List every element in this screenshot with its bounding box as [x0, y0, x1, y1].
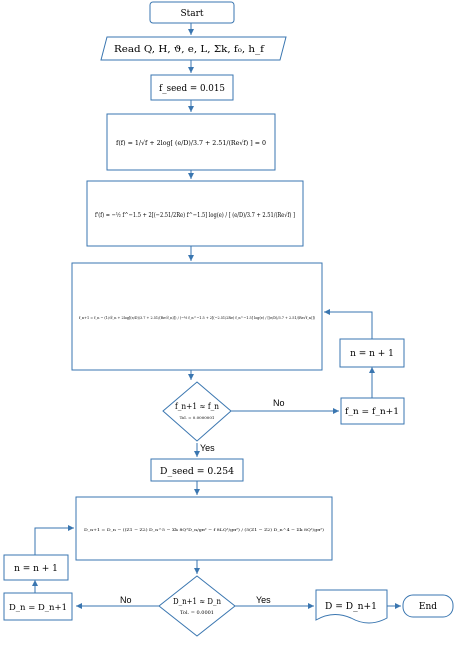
node-fdef: f(f) = 1/√f + 2log[ (e/D)/3.7 + 2.51/(Re…: [106, 113, 276, 171]
node-upd1: f_n = f_n+1: [340, 397, 405, 425]
connectors: [32, 23, 401, 609]
upd2-text: D_n = D_n+1: [9, 603, 67, 612]
fseed-text: f_seed = 0.015: [159, 84, 225, 94]
read-text: Read Q, H, ϑ, e, L, Σk, f₀, h_f: [114, 45, 265, 55]
fdef-text: f(f) = 1/√f + 2log[ (e/D)/3.7 + 2.51/(Re…: [116, 139, 266, 147]
node-dec1: f_n+1 ≈ f_n Tol. = 0.0000001: [162, 381, 232, 442]
inc2-text: n = n + 1: [14, 564, 58, 574]
start-text: Start: [180, 9, 203, 19]
end-text: End: [419, 602, 437, 612]
label-yes-2: Yes: [256, 595, 271, 605]
fderiv-text: f'(f) = −½ f^−1.5 + 2[(−2.51/2Re) f^−1.5…: [95, 211, 295, 219]
node-inc2: n = n + 1: [3, 554, 69, 581]
node-inc1: n = n + 1: [339, 338, 405, 368]
dseed-text: D_seed = 0.254: [160, 467, 234, 477]
label-no-2: No: [120, 595, 132, 605]
node-end: End: [402, 594, 454, 618]
node-result: D = D_n+1: [315, 589, 388, 624]
node-dseed: D_seed = 0.254: [150, 458, 244, 482]
label-no-1: No: [273, 398, 285, 408]
node-fderiv: f'(f) = −½ f^−1.5 + 2[(−2.51/2Re) f^−1.5…: [86, 180, 304, 247]
dec2-tol: Tol. = 0.0001: [180, 610, 214, 616]
dnewton-text: D_n+1 = D_n − ((Z1 − Z2) D_n^5 − Σk 8Q²D…: [84, 527, 325, 532]
dec2-text: D_n+1 ≈ D_n: [173, 597, 221, 606]
node-read: Read Q, H, ϑ, e, L, Σk, f₀, h_f: [100, 36, 287, 61]
result-text: D = D_n+1: [325, 602, 377, 612]
edge-inc2-dnewton: [34, 525, 74, 555]
node-fseed: f_seed = 0.015: [150, 74, 234, 101]
edge-inc1-newton: [324, 309, 373, 339]
node-start: Start: [149, 1, 235, 24]
node-dec2: D_n+1 ≈ D_n Tol. = 0.0001: [158, 575, 236, 637]
dec1-text: f_n+1 ≈ f_n: [175, 402, 219, 411]
newton-text: f_n+1 = f_n − (1/√f_n + 2log[(e/D)/3.7 +…: [79, 315, 315, 320]
label-yes-1: Yes: [200, 443, 215, 453]
node-newton: f_n+1 = f_n − (1/√f_n + 2log[(e/D)/3.7 +…: [71, 262, 323, 371]
inc1-text: n = n + 1: [350, 349, 394, 359]
node-upd2: D_n = D_n+1: [3, 592, 73, 621]
upd1-text: f_n = f_n+1: [345, 407, 399, 416]
dec1-tol: Tol. = 0.0000001: [180, 415, 215, 420]
node-dnewton: D_n+1 = D_n − ((Z1 − Z2) D_n^5 − Σk 8Q²D…: [75, 496, 333, 561]
